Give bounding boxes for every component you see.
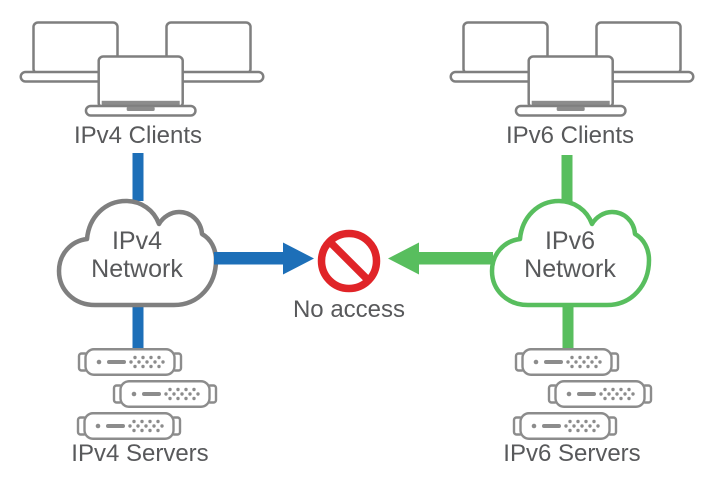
ipv4-clients-to-network-link [132, 153, 144, 201]
ipv6-servers-icon [512, 348, 653, 440]
ipv4-clients-icon [19, 21, 265, 117]
ipv6-arrow-icon [388, 242, 493, 275]
no-access-label: No access [292, 296, 406, 323]
ipv4-network-label: IPv4 Network [57, 227, 217, 283]
ipv4-network-line1: IPv4 [111, 227, 163, 255]
ipv6-network-to-servers-link [562, 300, 574, 356]
ipv6-network-line1: IPv6 [544, 227, 596, 255]
ipv4-servers-label: IPv4 Servers [71, 440, 209, 467]
ipv6-clients-to-network-link [561, 155, 573, 203]
ipv4-arrow-icon [214, 242, 314, 275]
ipv4-clients-label: IPv4 Clients [73, 122, 203, 149]
ipv4-network-line2: Network [91, 255, 183, 283]
ipv4-servers-icon [76, 348, 218, 440]
ipv6-network-line2: Network [524, 255, 616, 283]
ipv6-network-label: IPv6 Network [490, 227, 650, 283]
no-access-icon [317, 229, 381, 293]
ipv6-clients-label: IPv6 Clients [505, 122, 635, 149]
ipv6-servers-label: IPv6 Servers [503, 440, 641, 467]
ipv6-clients-icon [449, 21, 695, 117]
ipv4-network-to-servers-link [132, 300, 144, 356]
